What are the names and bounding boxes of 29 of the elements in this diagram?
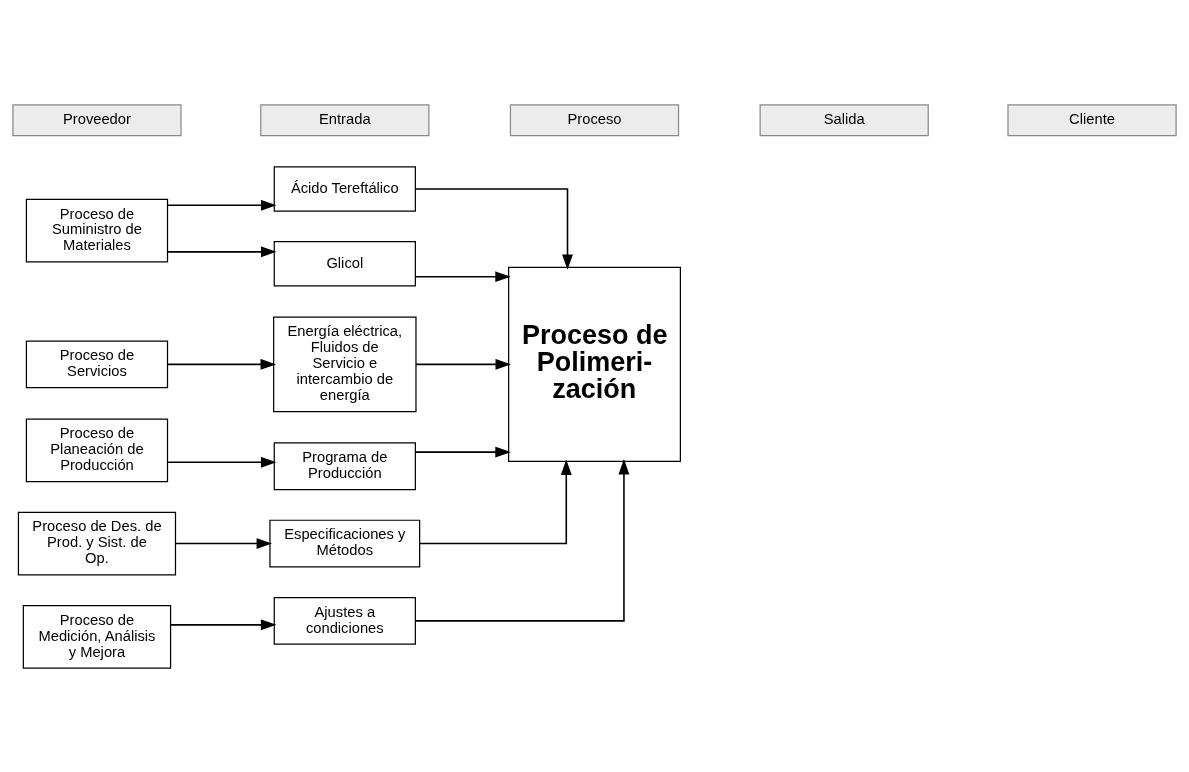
node-box: Entrada	[260, 103, 430, 136]
arrow	[174, 537, 273, 549]
node-box: Proceso de Des. de Prod. y Sist. de Op.	[17, 511, 177, 575]
node-box: Proceso	[509, 103, 680, 136]
node-box: Proceso de Medición, Análisis y Mejora	[22, 604, 172, 669]
arrow	[414, 446, 511, 458]
node-box: Proceso de Polimeri- zación	[508, 266, 681, 462]
node-box: Especificaciones y Métodos	[269, 519, 421, 567]
node-box: Ácido Tereftálico	[273, 165, 416, 212]
arrow	[414, 270, 511, 282]
arrow	[419, 458, 572, 544]
node-box: Cliente	[1007, 103, 1177, 136]
arrow	[169, 618, 277, 630]
node-box: Proceso de Suministro de Materiales	[25, 198, 169, 263]
node-box: Ajustes a condiciones	[273, 596, 416, 645]
arrow	[414, 187, 573, 270]
node-box: Proceso de Planeación de Producción	[25, 417, 169, 482]
arrow	[414, 458, 630, 622]
arrow	[415, 358, 511, 370]
node-box: Glicol	[273, 240, 416, 286]
arrow	[166, 456, 277, 468]
arrow	[166, 245, 277, 257]
arrow	[166, 358, 277, 370]
node-box: Proveedor	[12, 103, 182, 136]
node-box: Programa de Producción	[273, 441, 416, 490]
node-box: Energía eléctrica, Fluidos de Servicio e intercambio de energía	[273, 316, 417, 412]
node-box: Salida	[759, 103, 929, 136]
arrow	[166, 199, 277, 211]
node-box: Proceso de Servicios	[25, 340, 169, 388]
